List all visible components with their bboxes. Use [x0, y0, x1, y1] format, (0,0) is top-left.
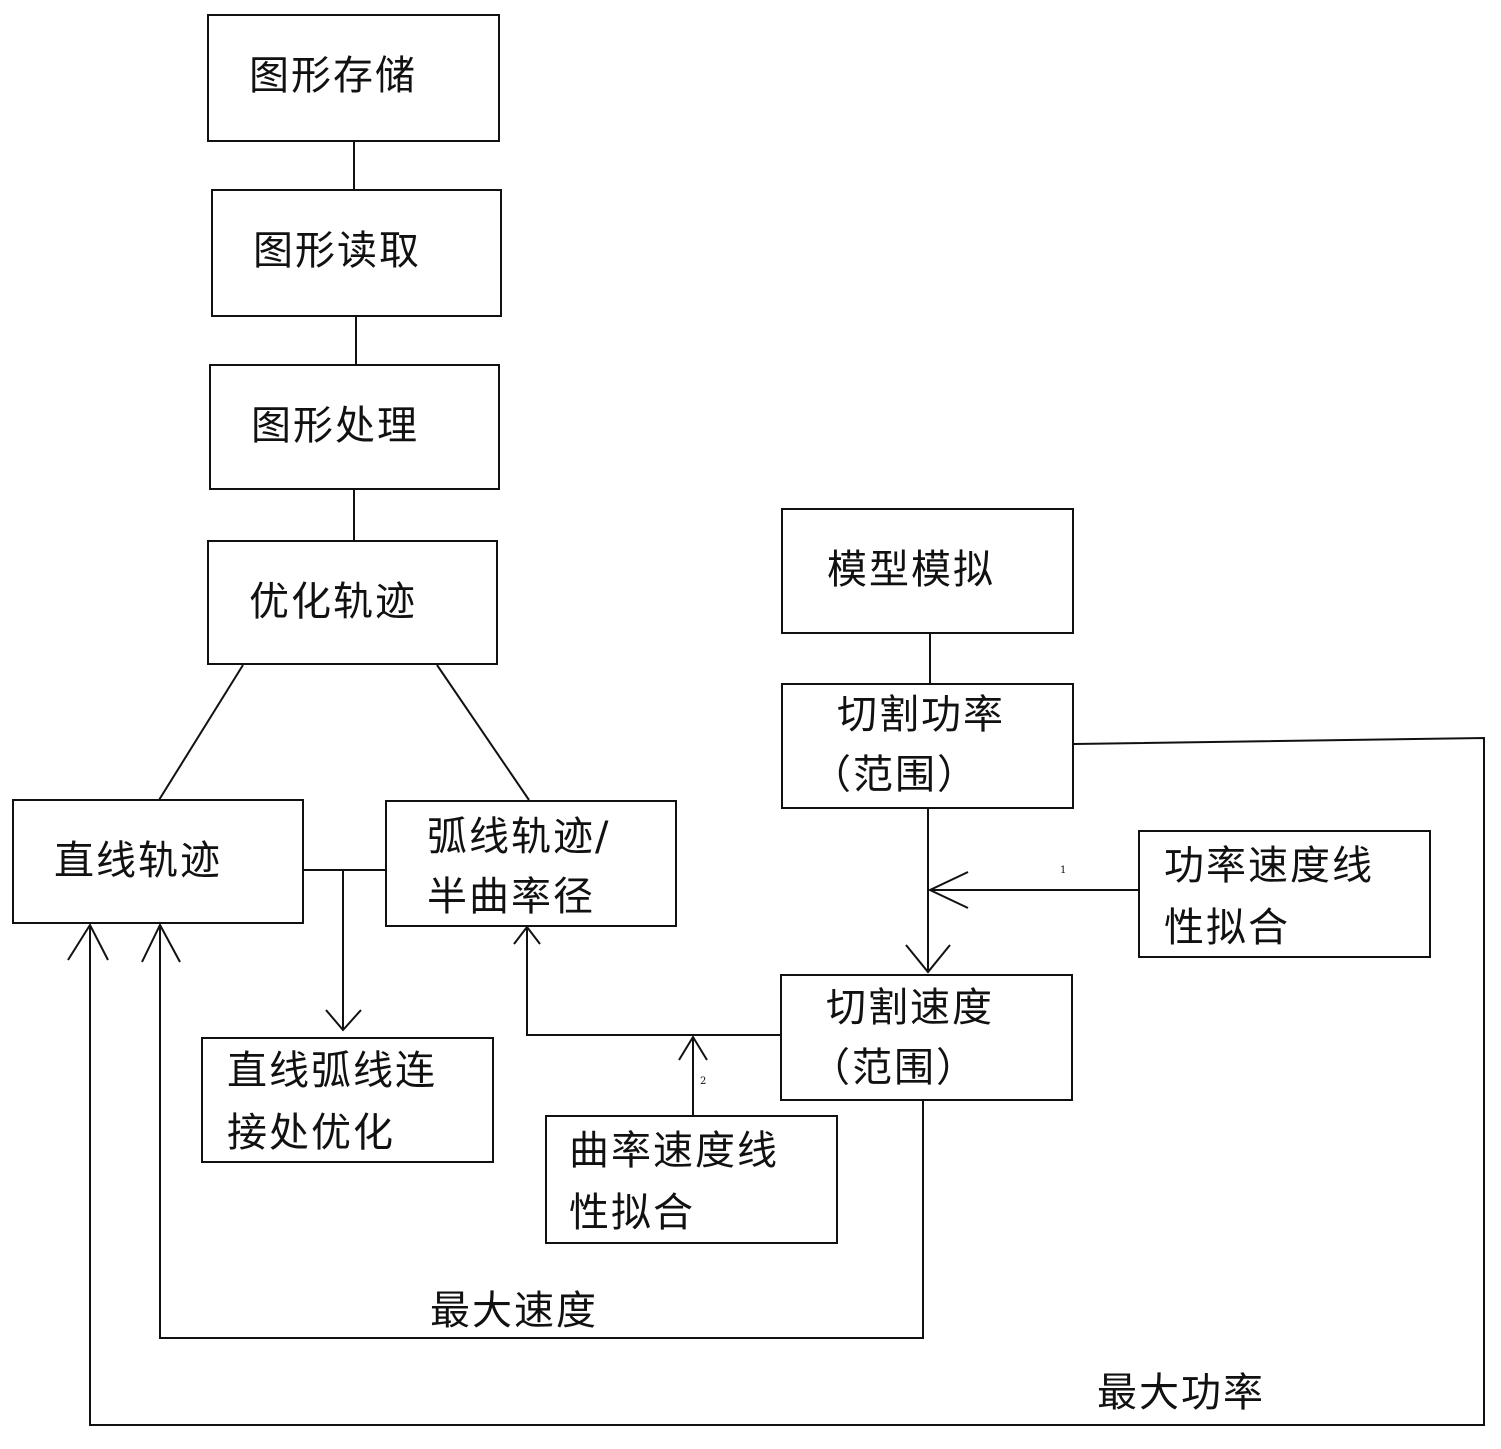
graphic-process-label: 图形处理 — [251, 403, 419, 449]
optimize-trajectory-label: 优化轨迹 — [249, 579, 417, 625]
straight-trajectory-box: 直线轨迹 — [12, 799, 304, 924]
power-speed-fit-box: 功率速度线 性拟合 — [1138, 830, 1431, 958]
graphic-storage-label: 图形存储 — [249, 53, 417, 99]
graphic-process-box: 图形处理 — [209, 364, 500, 490]
max-power-label: 最大功率 — [1097, 1370, 1265, 1416]
max-speed-label: 最大速度 — [430, 1288, 598, 1334]
graphic-read-label: 图形读取 — [253, 228, 421, 274]
straight-trajectory-label: 直线轨迹 — [54, 838, 222, 884]
cutting-power-box: 切割功率 （范围） — [781, 683, 1074, 809]
arc-trajectory-label-line1: 弧线轨迹/ — [427, 814, 611, 860]
cutting-speed-label-line1: 切割速度 — [826, 985, 994, 1031]
curvature-speed-fit-label-line2: 性拟合 — [569, 1190, 695, 1236]
optimize-trajectory-box: 优化轨迹 — [207, 540, 498, 665]
joint-optimization-label-line2: 接处优化 — [227, 1110, 395, 1156]
cutting-speed-label-line2: （范围） — [810, 1045, 978, 1091]
arc-trajectory-box: 弧线轨迹/ 半曲率径 — [385, 800, 677, 927]
graphic-storage-box: 图形存储 — [207, 14, 500, 142]
arrow-number-2: 2 — [700, 1076, 707, 1087]
cutting-speed-box: 切割速度 （范围） — [780, 974, 1073, 1101]
curvature-speed-fit-box: 曲率速度线 性拟合 — [545, 1115, 838, 1244]
cutting-power-label-line1: 切割功率 — [837, 692, 1005, 738]
graphic-read-box: 图形读取 — [211, 189, 502, 317]
cutting-power-label-line2: （范围） — [811, 752, 979, 798]
curvature-speed-fit-label-line1: 曲率速度线 — [569, 1128, 779, 1174]
joint-optimization-box: 直线弧线连 接处优化 — [201, 1037, 494, 1163]
arrow-number-1: 1 — [1060, 865, 1067, 876]
power-speed-fit-label-line1: 功率速度线 — [1164, 843, 1374, 889]
power-speed-fit-label-line2: 性拟合 — [1164, 905, 1290, 951]
model-simulation-label: 模型模拟 — [827, 547, 995, 593]
joint-optimization-label-line1: 直线弧线连 — [227, 1048, 437, 1094]
model-simulation-box: 模型模拟 — [781, 508, 1074, 634]
arc-trajectory-label-line2: 半曲率径 — [427, 874, 595, 920]
